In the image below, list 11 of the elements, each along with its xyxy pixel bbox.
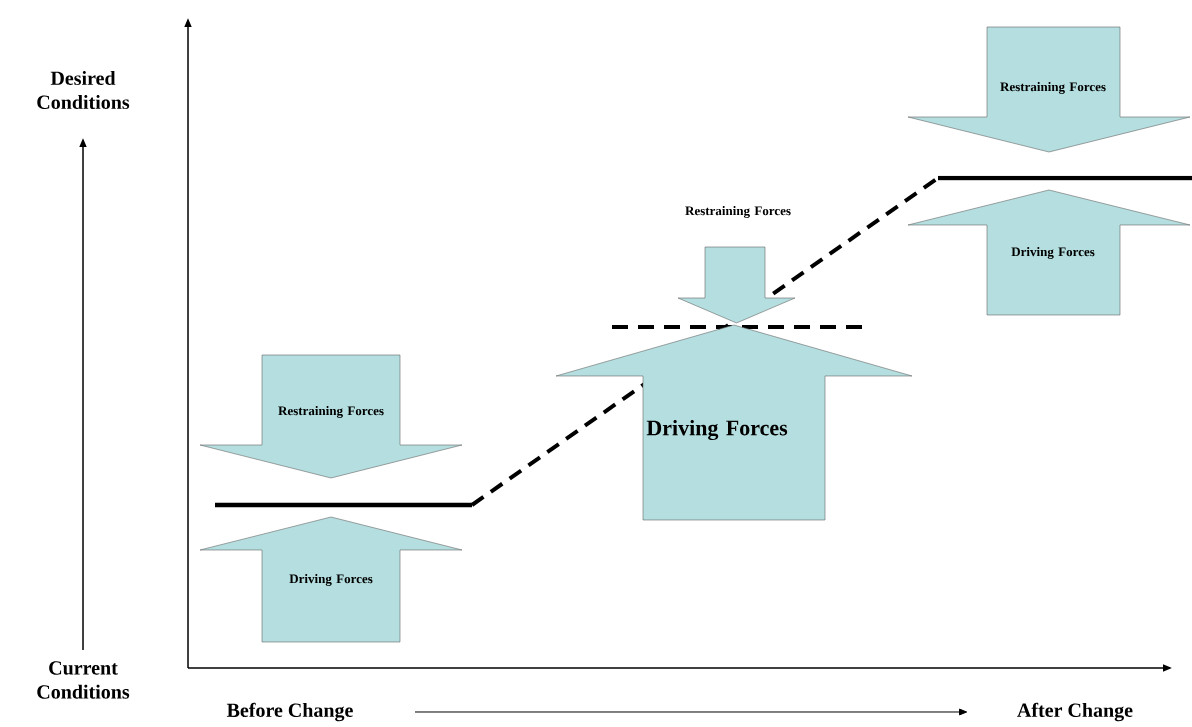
block-arrow-up: Driving Forces	[907, 189, 1191, 316]
block-arrow-down: Restraining Forces	[677, 206, 796, 324]
node-label: Restraining Forces	[685, 206, 791, 218]
axis-label: Desired Conditions	[37, 70, 130, 109]
block-arrow-down: Restraining Forces	[907, 26, 1191, 153]
block-arrow-down: Restraining Forces	[199, 354, 463, 479]
block-arrow-up: Driving Forces	[199, 516, 463, 643]
block-arrow-up: Driving Forces	[555, 324, 913, 521]
axis-label: After Change	[1017, 702, 1133, 722]
axis-label: Before Change	[226, 702, 353, 722]
axis-label: Current Conditions	[37, 661, 130, 699]
